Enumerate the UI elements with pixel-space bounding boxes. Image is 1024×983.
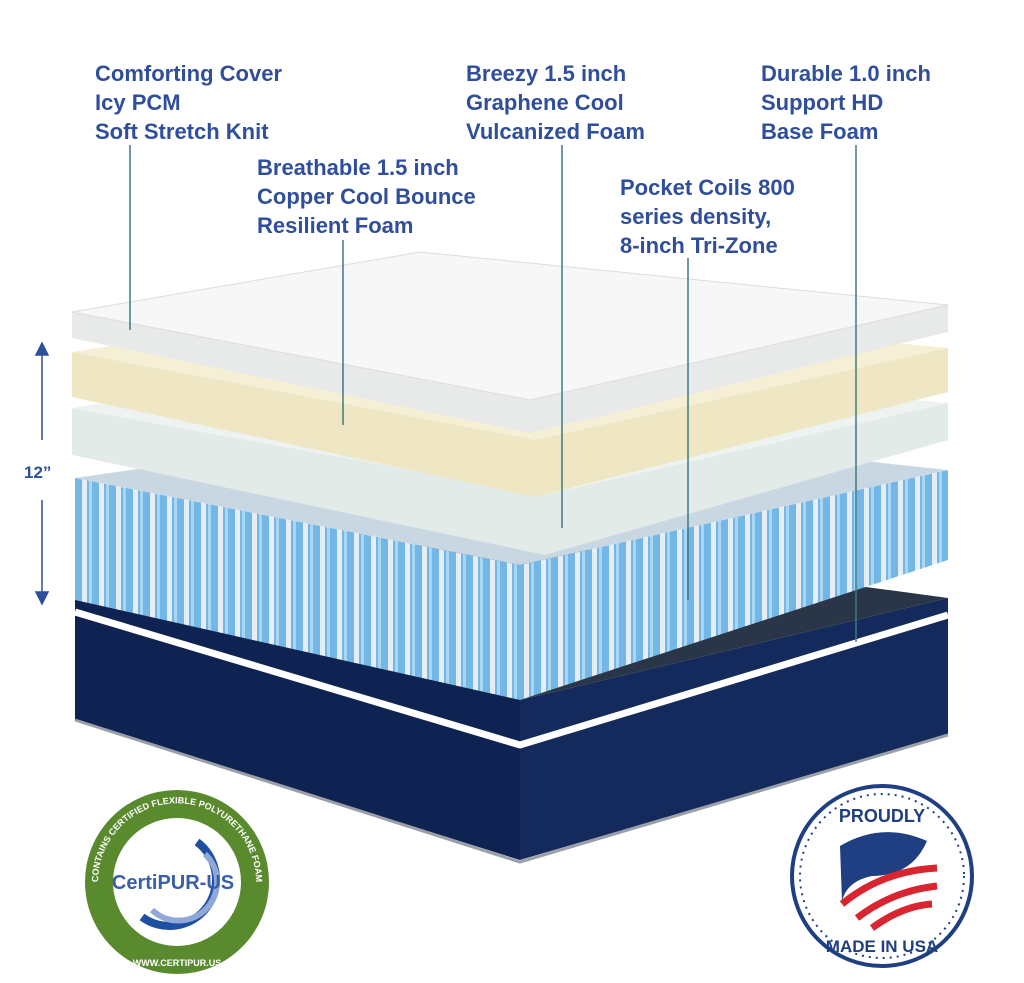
certipur-logo-text: CertiPUR-US bbox=[112, 872, 234, 894]
made-in-usa-badge: PROUDLY MADE IN USA bbox=[790, 784, 974, 968]
height-arrow-icon bbox=[34, 341, 50, 606]
label-graphene-foam: Breezy 1.5 inch Graphene Cool Vulcanized… bbox=[466, 59, 645, 146]
label-base-foam: Durable 1.0 inch Support HD Base Foam bbox=[761, 59, 931, 146]
label-line: 8-inch Tri-Zone bbox=[620, 233, 778, 258]
label-line: Base Foam bbox=[761, 119, 879, 144]
label-copper-foam: Breathable 1.5 inch Copper Cool Bounce R… bbox=[257, 153, 476, 240]
label-line: Vulcanized Foam bbox=[466, 119, 645, 144]
label-line: Graphene Cool bbox=[466, 90, 624, 115]
label-line: Support HD bbox=[761, 90, 884, 115]
certipur-badge: CertiPUR-US CONTAINS CERTIFIED FLEXIBLE … bbox=[85, 790, 269, 974]
label-pocket-coils: Pocket Coils 800 series density, 8-inch … bbox=[620, 173, 795, 260]
label-line: Breathable 1.5 inch bbox=[257, 155, 459, 180]
label-line: Soft Stretch Knit bbox=[95, 119, 269, 144]
usa-badge-top-text: PROUDLY bbox=[839, 806, 925, 826]
pointer-lines bbox=[129, 145, 857, 642]
label-line: Copper Cool Bounce bbox=[257, 184, 476, 209]
label-line: Icy PCM bbox=[95, 90, 181, 115]
label-line: series density, bbox=[620, 204, 772, 229]
height-label: 12” bbox=[24, 463, 52, 482]
label-line: Resilient Foam bbox=[257, 213, 414, 238]
label-line: Breezy 1.5 inch bbox=[466, 61, 627, 86]
label-line: Comforting Cover bbox=[95, 61, 282, 86]
label-line: Pocket Coils 800 bbox=[620, 175, 795, 200]
label-line: Durable 1.0 inch bbox=[761, 61, 931, 86]
usa-badge-bottom-text: MADE IN USA bbox=[826, 937, 938, 956]
cover-layer bbox=[71, 251, 949, 433]
label-cover: Comforting Cover Icy PCM Soft Stretch Kn… bbox=[95, 59, 282, 146]
certipur-url: WWW.CERTIPUR.US bbox=[133, 958, 222, 968]
